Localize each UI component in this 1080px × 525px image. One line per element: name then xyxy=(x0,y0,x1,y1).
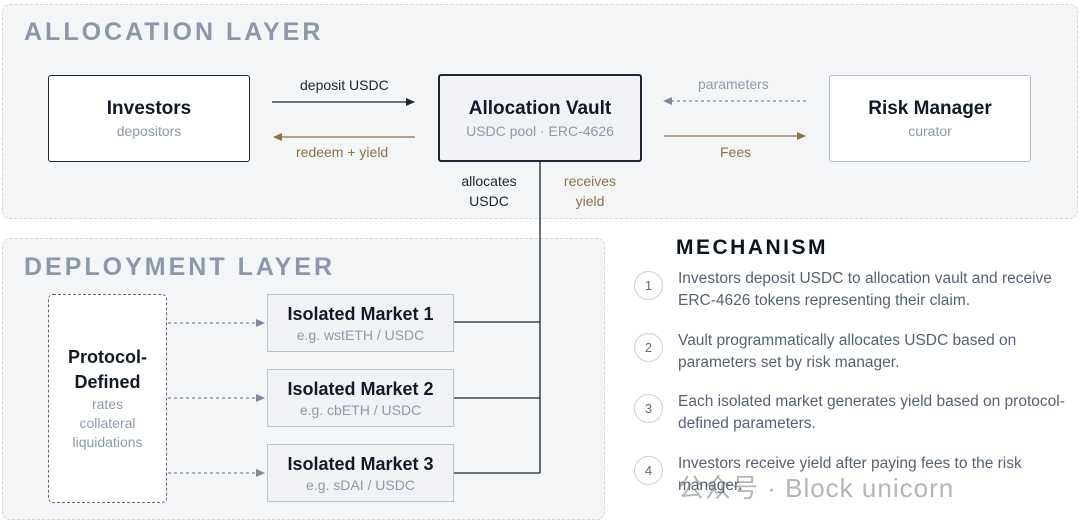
allocation-vault-box: Allocation Vault USDC pool · ERC-4626 xyxy=(438,74,642,162)
investors-subtitle: depositors xyxy=(116,123,182,139)
market-title: Isolated Market 3 xyxy=(287,453,434,474)
step-text: Each isolated market generates yield bas… xyxy=(678,393,1065,432)
protocol-item: rates xyxy=(91,396,124,412)
step-text: Investors receive yield after paying fee… xyxy=(678,455,1022,494)
protocol-item: collateral xyxy=(79,415,136,431)
protocol-defined-box: Protocol- Defined rates collateral liqui… xyxy=(48,294,167,503)
receives-yield-label: receives yield xyxy=(563,173,617,209)
vault-subtitle: USDC pool · ERC-4626 xyxy=(466,122,614,139)
risk-manager-title: Risk Manager xyxy=(868,98,992,119)
step-text: Vault programmatically allocates USDC ba… xyxy=(678,332,1017,371)
market-example: e.g. sDAI / USDC xyxy=(306,476,415,493)
risk-manager-subtitle: curator xyxy=(908,123,952,139)
market-title: Isolated Market 1 xyxy=(287,303,434,324)
isolated-market-1-box: Isolated Market 1 e.g. wstETH / USDC xyxy=(267,294,454,352)
market-example: e.g. cbETH / USDC xyxy=(299,401,422,418)
market-example: e.g. wstETH / USDC xyxy=(296,326,425,343)
isolated-market-2-box: Isolated Market 2 e.g. cbETH / USDC xyxy=(267,369,454,427)
step-number-badge: 1 xyxy=(634,271,663,300)
protocol-title-line2: Defined xyxy=(74,372,141,392)
deposit-label: deposit USDC xyxy=(300,77,389,93)
step-number-badge: 2 xyxy=(634,333,663,362)
mechanism-title: MECHANISM xyxy=(676,236,828,259)
parameters-label: parameters xyxy=(698,76,769,92)
allocation-layer-title: ALLOCATION LAYER xyxy=(24,18,324,46)
protocol-title-line1: Protocol- xyxy=(68,347,147,367)
allocates-label: allocates USDC xyxy=(461,173,517,209)
redeem-label: redeem + yield xyxy=(296,144,389,160)
step-number-badge: 4 xyxy=(634,456,663,485)
step-text: Investors deposit USDC to allocation vau… xyxy=(678,270,1052,309)
fees-label: Fees xyxy=(720,144,752,160)
isolated-market-3-box: Isolated Market 3 e.g. sDAI / USDC xyxy=(267,444,454,502)
deployment-layer-title: DEPLOYMENT LAYER xyxy=(24,253,336,281)
watermark-text: 公众号 · Block unicorn xyxy=(678,473,955,503)
vault-title: Allocation Vault xyxy=(468,97,612,119)
risk-manager-box: Risk Manager curator xyxy=(829,75,1031,162)
step-number-badge: 3 xyxy=(634,394,663,423)
protocol-item: liquidations xyxy=(72,434,143,450)
investors-title: Investors xyxy=(106,98,192,119)
investors-box: Investors depositors xyxy=(48,75,250,162)
market-title: Isolated Market 2 xyxy=(287,378,434,399)
